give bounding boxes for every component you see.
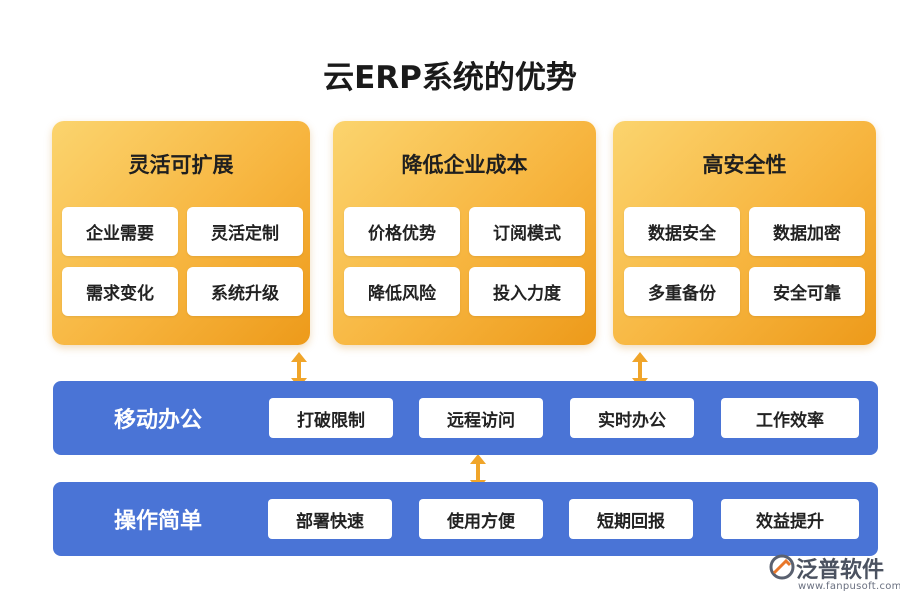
band-item: 短期回报 xyxy=(569,499,693,539)
band-item: 打破限制 xyxy=(269,398,393,438)
band-item: 部署快速 xyxy=(268,499,392,539)
band-item: 工作效率 xyxy=(721,398,859,438)
card-item: 多重备份 xyxy=(624,267,740,316)
card-title: 降低企业成本 xyxy=(401,153,528,177)
band-item: 实时办公 xyxy=(570,398,694,438)
card-title: 灵活可扩展 xyxy=(128,153,234,177)
double-arrow-icon xyxy=(632,352,648,388)
card-title: 高安全性 xyxy=(702,153,787,177)
card-item: 灵活定制 xyxy=(187,207,303,256)
card-item: 投入力度 xyxy=(469,267,585,316)
double-arrow-icon xyxy=(291,352,307,388)
card-item: 数据安全 xyxy=(624,207,740,256)
band-label: 移动办公 xyxy=(113,408,202,433)
brand-logo: 泛普软件 www.fanpusoft.com xyxy=(768,550,900,596)
card-item: 价格优势 xyxy=(344,207,460,256)
diagram-title: 云ERP系统的优势 xyxy=(323,60,577,96)
card-flexible-scalable: 灵活可扩展 企业需要 灵活定制 需求变化 系统升级 xyxy=(52,121,310,345)
band-item: 效益提升 xyxy=(721,499,859,539)
card-item: 系统升级 xyxy=(187,267,303,316)
card-item: 订阅模式 xyxy=(469,207,585,256)
card-high-security: 高安全性 数据安全 数据加密 多重备份 安全可靠 xyxy=(613,121,876,345)
band-easy-operation: 操作简单 部署快速 使用方便 短期回报 效益提升 xyxy=(53,482,878,556)
logo-icon xyxy=(769,554,795,580)
band-mobile-office: 移动办公 打破限制 远程访问 实时办公 工作效率 xyxy=(53,381,878,455)
card-item: 数据加密 xyxy=(749,207,865,256)
logo-name: 泛普软件 xyxy=(796,558,885,583)
card-item: 需求变化 xyxy=(62,267,178,316)
card-item: 企业需要 xyxy=(62,207,178,256)
double-arrow-icon xyxy=(470,454,486,490)
logo-url: www.fanpusoft.com xyxy=(798,581,900,592)
band-label: 操作简单 xyxy=(113,509,202,534)
band-item: 远程访问 xyxy=(419,398,543,438)
card-item: 降低风险 xyxy=(344,267,460,316)
card-lower-cost: 降低企业成本 价格优势 订阅模式 降低风险 投入力度 xyxy=(333,121,596,345)
band-item: 使用方便 xyxy=(419,499,543,539)
card-item: 安全可靠 xyxy=(749,267,865,316)
